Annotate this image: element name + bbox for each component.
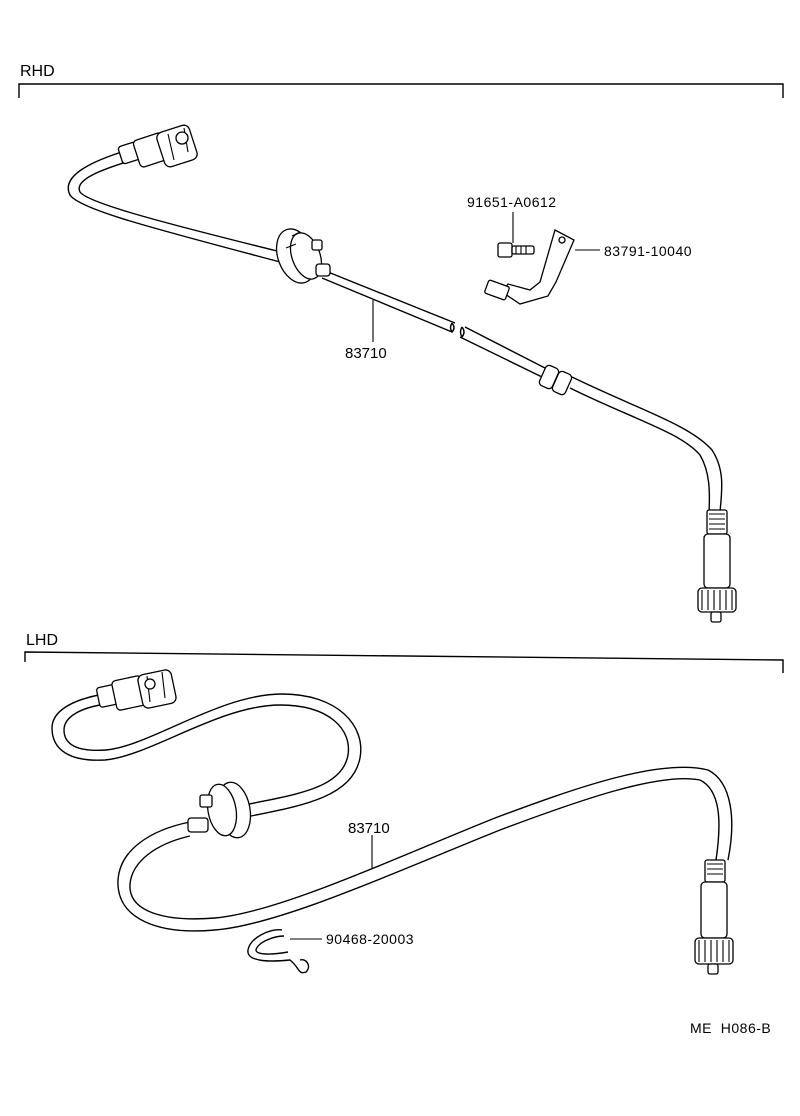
rhd-cable-joint [538, 364, 573, 396]
rhd-grommet [275, 228, 331, 284]
lhd-meter-connector [96, 669, 177, 711]
lhd-clip [247, 929, 310, 974]
lhd-transmission-fitting [694, 859, 734, 975]
lhd-grommet [187, 781, 252, 839]
lhd-speedometer-cable [51, 693, 733, 932]
diagram-reference-code: ME H086-B [690, 1020, 771, 1036]
bracket-part-number: 83791-10040 [604, 243, 692, 259]
bolt-part-number: 91651-A0612 [467, 194, 557, 210]
lhd-section: LHD [24, 632, 784, 975]
rhd-speedometer-cable [67, 149, 723, 513]
lhd-section-label: LHD [26, 632, 58, 649]
rhd-cable-part-number: 83710 [345, 345, 387, 362]
rhd-section-label: RHD [20, 63, 55, 80]
rhd-bolt [497, 242, 535, 258]
lhd-cable-part-number: 83710 [348, 820, 390, 837]
rhd-section: RHD [18, 63, 784, 623]
rhd-section-bracket [18, 83, 784, 98]
clip-part-number: 90468-20003 [326, 931, 414, 947]
rhd-meter-connector [117, 124, 198, 168]
lhd-section-bracket [24, 651, 784, 673]
rhd-transmission-fitting [697, 509, 737, 623]
rhd-bracket [484, 229, 575, 305]
